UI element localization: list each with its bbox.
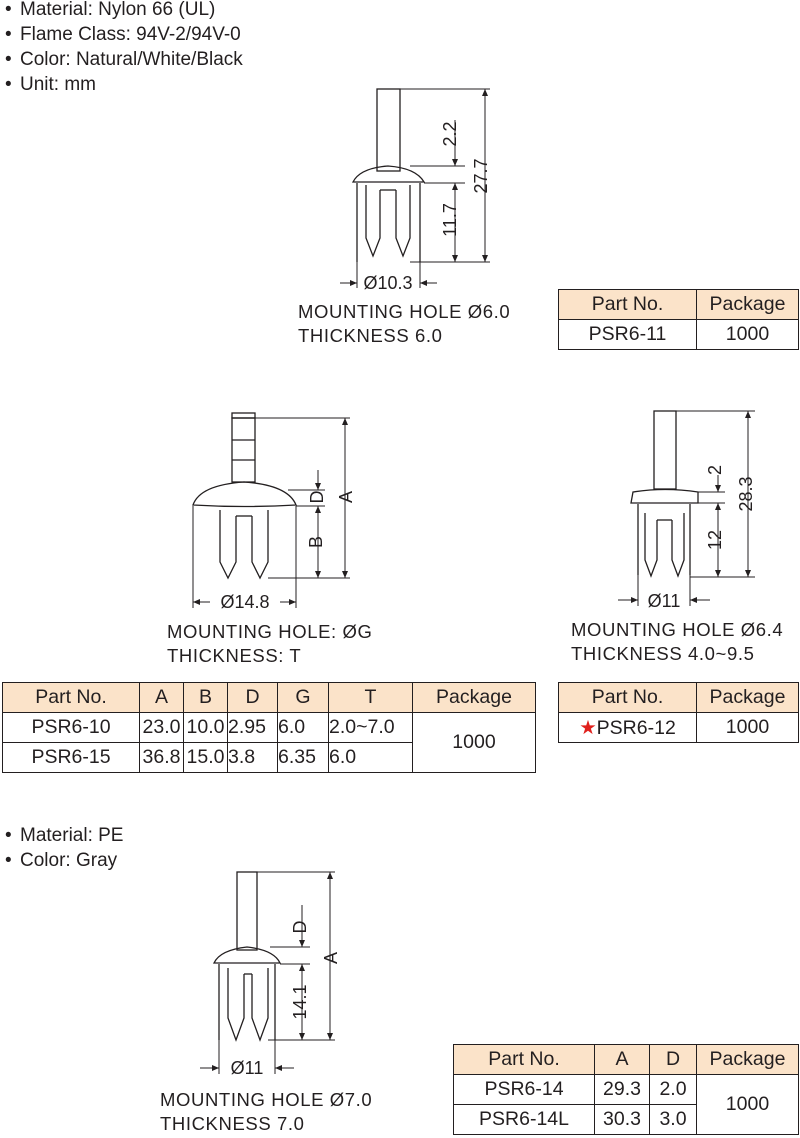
part-table-psr6-12: Part No. Package ★PSR6-12 1000 — [558, 682, 799, 743]
mounting-note-psr6-10: MOUNTING HOLE: ØG THICKNESS: T — [167, 620, 373, 668]
dim-leg-psr6-14: 14.1 — [290, 984, 310, 1019]
cell-package: 1000 — [696, 712, 799, 743]
spec-color-gray: Color: Gray — [0, 848, 123, 873]
spec-material: Material: Nylon 66 (UL) — [0, 0, 243, 22]
mounting-note-psr6-14: MOUNTING HOLE Ø7.0 THICKNESS 7.0 — [160, 1088, 372, 1136]
cell-part-no: PSR6-10 — [2, 712, 140, 743]
table-row: PSR6-14L 30.3 3.0 — [453, 1104, 799, 1135]
rivet-drawing-psr6-14: D A 14.1 Ø11 — [200, 871, 341, 1078]
spec-material-pe: Material: PE — [0, 823, 123, 848]
cell-package: 1000 — [696, 319, 799, 350]
table-header-row: Part No. A B D G T Package — [2, 682, 536, 713]
thickness-text: THICKNESS 4.0~9.5 — [571, 643, 755, 664]
col-header: Part No. — [2, 682, 140, 713]
thickness-text: THICKNESS 6.0 — [298, 325, 443, 346]
cell-package: 1000 — [696, 1074, 799, 1135]
spec-color: Color: Natural/White/Black — [0, 47, 243, 72]
table-row: PSR6-14 29.3 2.0 1000 — [453, 1074, 799, 1135]
table-row: ★PSR6-12 1000 — [558, 712, 799, 743]
spec-list-bottom: Material: PE Color: Gray — [0, 823, 123, 873]
col-header: A — [139, 682, 184, 713]
thickness-text: THICKNESS 7.0 — [160, 1113, 305, 1134]
col-header: D — [227, 682, 278, 713]
cell-d: 2.95 — [227, 712, 278, 743]
col-header: Package — [696, 1044, 799, 1075]
col-header: Part No. — [558, 289, 697, 320]
mounting-hole-text: MOUNTING HOLE Ø6.0 — [298, 301, 511, 322]
cell-g: 6.0 — [277, 712, 329, 743]
col-header: T — [328, 682, 413, 713]
spec-flame-class: Flame Class: 94V-2/94V-0 — [0, 22, 243, 47]
dim-leg-psr6-11: 11.7 — [440, 203, 460, 237]
col-header: Package — [696, 289, 799, 320]
rivet-drawing-psr6-12: 2 28.3 12 Ø11 — [618, 410, 756, 611]
cell-d: 3.8 — [227, 742, 278, 773]
cell-a: 29.3 — [594, 1074, 650, 1105]
dim-dia-psr6-14: Ø11 — [231, 1058, 264, 1078]
mounting-note-psr6-11: MOUNTING HOLE Ø6.0 THICKNESS 6.0 — [298, 300, 510, 348]
cell-part-no: ★PSR6-12 — [558, 712, 697, 743]
mounting-note-psr6-12: MOUNTING HOLE Ø6.4 THICKNESS 4.0~9.5 — [571, 618, 783, 666]
col-header: Package — [696, 682, 799, 713]
col-header: Part No. — [453, 1044, 595, 1075]
dim-total-psr6-11: 27.7 — [471, 158, 491, 193]
dim-dia-psr6-11: Ø10.3 — [363, 273, 412, 293]
table-row: PSR6-15 36.8 15.0 3.8 6.35 6.0 — [2, 742, 536, 773]
mounting-hole-text: MOUNTING HOLE Ø6.4 — [571, 619, 784, 640]
dim-head-psr6-12: 2 — [705, 465, 725, 475]
table-row: PSR6-10 23.0 10.0 2.95 6.0 2.0~7.0 1000 — [2, 712, 536, 773]
dim-total-psr6-12: 28.3 — [736, 476, 756, 511]
col-header: Package — [412, 682, 536, 713]
dim-b-psr6-10: B — [306, 536, 326, 548]
table-row: PSR6-11 1000 — [558, 319, 799, 350]
cell-part-no: PSR6-11 — [558, 319, 697, 350]
cell-part-no: PSR6-15 — [2, 742, 140, 773]
dim-d-psr6-10: D — [307, 491, 327, 504]
col-header: G — [277, 682, 329, 713]
spec-unit: Unit: mm — [0, 72, 243, 97]
spec-list-top: Material: Nylon 66 (UL) Flame Class: 94V… — [0, 0, 243, 97]
cell-g: 6.35 — [277, 742, 329, 773]
col-header: A — [594, 1044, 650, 1075]
cell-d: 2.0 — [649, 1074, 697, 1105]
mounting-hole-text: MOUNTING HOLE: ØG — [167, 621, 373, 642]
col-header: B — [183, 682, 228, 713]
rivet-drawing-psr6-10: D A B Ø14.8 — [192, 412, 356, 612]
mounting-hole-text: MOUNTING HOLE Ø7.0 — [160, 1089, 373, 1110]
cell-b: 15.0 — [183, 742, 228, 773]
cell-t: 2.0~7.0 — [328, 712, 413, 743]
part-table-psr6-10: Part No. A B D G T Package PSR6-10 23.0 … — [2, 682, 536, 773]
col-header: Part No. — [558, 682, 697, 713]
cell-a: 30.3 — [594, 1104, 650, 1135]
cell-part-no: PSR6-14L — [453, 1104, 595, 1135]
cell-d: 3.0 — [649, 1104, 697, 1135]
part-table-psr6-14: Part No. A D Package PSR6-14 29.3 2.0 10… — [453, 1044, 799, 1135]
dim-dia-psr6-12: Ø11 — [648, 591, 681, 611]
dim-dia-psr6-10: Ø14.8 — [220, 592, 269, 612]
cell-part-no: PSR6-14 — [453, 1074, 595, 1105]
dim-d-psr6-14: D — [290, 921, 310, 934]
thickness-text: THICKNESS: T — [167, 645, 302, 666]
table-header-row: Part No. Package — [558, 682, 799, 713]
cell-a: 23.0 — [139, 712, 184, 743]
dim-head-psr6-11: 2.2 — [440, 121, 460, 146]
dim-leg-psr6-12: 12 — [705, 530, 725, 550]
part-table-psr6-11: Part No. Package PSR6-11 1000 — [558, 289, 799, 350]
cell-package: 1000 — [412, 712, 536, 773]
dim-a-psr6-10: A — [336, 491, 356, 503]
cell-b: 10.0 — [183, 712, 228, 743]
table-header-row: Part No. A D Package — [453, 1044, 799, 1075]
cell-t: 6.0 — [328, 742, 413, 773]
table-header-row: Part No. Package — [558, 289, 799, 320]
dim-a-psr6-14: A — [321, 952, 341, 964]
cell-a: 36.8 — [139, 742, 184, 773]
star-icon: ★ — [579, 716, 597, 739]
col-header: D — [649, 1044, 697, 1075]
part-no-text: PSR6-12 — [596, 716, 676, 739]
rivet-drawing-psr6-11: 2.2 27.7 11.7 Ø10.3 — [340, 88, 491, 293]
